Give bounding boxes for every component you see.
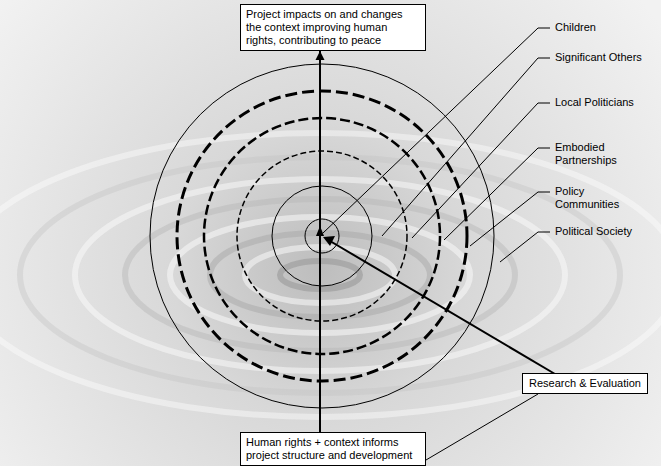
leader-line (500, 232, 550, 262)
ring-label: Children (555, 21, 650, 34)
box-text: Project impacts on and changes the conte… (246, 8, 420, 47)
connector (426, 394, 538, 460)
research-arrow (330, 241, 555, 374)
ring-label: Embodied Partnerships (555, 141, 650, 167)
box-text: Human rights + context informs project s… (246, 436, 420, 462)
leader-line (444, 148, 550, 240)
arrowhead (323, 236, 335, 246)
ring-label: Significant Others (555, 51, 650, 64)
box-text: Research & Evaluation (528, 377, 642, 390)
outcome-box: Project impacts on and changes the conte… (240, 4, 426, 51)
ring (150, 64, 494, 408)
ring (177, 91, 467, 381)
connector (316, 51, 325, 432)
input-box: Human rights + context informs project s… (240, 432, 426, 466)
leader-line (382, 58, 550, 236)
leader-line (323, 28, 550, 233)
research-box: Research & Evaluation (522, 373, 648, 394)
ring (305, 219, 339, 253)
ring-label: Political Society (555, 225, 650, 238)
ring-label: Policy Communities (555, 185, 650, 211)
leader-line (412, 103, 550, 238)
ring (237, 151, 407, 321)
ring (204, 118, 440, 354)
ring-label: Local Politicians (555, 96, 650, 109)
leader-line (470, 192, 550, 246)
